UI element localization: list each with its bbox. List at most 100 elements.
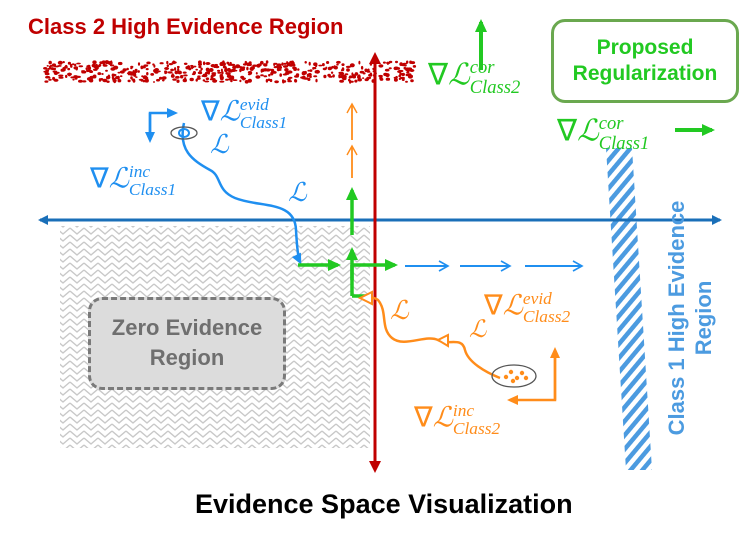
class2-region-speck bbox=[315, 69, 320, 74]
class2-region-speck bbox=[55, 71, 60, 74]
orange-open-head-1 bbox=[357, 290, 373, 306]
class2-region-speck bbox=[332, 74, 335, 78]
class2-region-speck bbox=[349, 63, 355, 68]
class2-region-speck bbox=[170, 68, 175, 72]
zero-evidence-line-1: Zero Evidence bbox=[111, 315, 263, 340]
class2-region-speck bbox=[357, 74, 361, 78]
class2-region-title: Class 2 High Evidence Region bbox=[28, 14, 344, 39]
class2-region-speck bbox=[265, 60, 269, 64]
class2-region-speck bbox=[166, 64, 169, 68]
class2-region-speck bbox=[191, 73, 196, 76]
zero-evidence-box: Zero Evidence Region bbox=[88, 297, 286, 390]
class2-region-speck bbox=[193, 65, 197, 68]
class2-region-speck bbox=[405, 73, 410, 77]
class2-region-speck bbox=[210, 63, 216, 68]
class2-region-speck bbox=[230, 79, 233, 83]
class2-region-speck bbox=[195, 68, 198, 71]
class2-region-speck bbox=[279, 73, 283, 77]
class2-region-speck bbox=[156, 78, 160, 82]
class2-region-speck bbox=[240, 67, 245, 71]
class2-region-speck bbox=[67, 67, 71, 71]
class2-region-speck bbox=[184, 77, 187, 80]
class1-sample-ellipse bbox=[170, 126, 198, 140]
class2-region-speck bbox=[162, 76, 167, 80]
class2-region-speck bbox=[300, 76, 305, 79]
class2-region-speck bbox=[168, 63, 173, 66]
class2-region-speck bbox=[267, 78, 271, 82]
class2-region-speck bbox=[368, 73, 373, 77]
class2-region-speck bbox=[220, 76, 224, 80]
class2-region-speck bbox=[330, 71, 334, 74]
class2-region-speck bbox=[197, 71, 201, 74]
class2-region-speck bbox=[288, 70, 293, 74]
class2-region-speck bbox=[221, 71, 224, 75]
class2-region-speck bbox=[174, 67, 177, 71]
proposed-line-1: Proposed bbox=[596, 36, 694, 59]
class2-region-speck bbox=[213, 79, 218, 82]
class2-region-speck bbox=[137, 62, 141, 66]
class2-region-speck bbox=[180, 74, 184, 79]
zero-evidence-line-2: Region bbox=[149, 345, 225, 370]
class2-region-speck bbox=[167, 71, 173, 74]
class2-region-speck bbox=[205, 71, 209, 75]
class2-region-speck bbox=[209, 68, 214, 72]
class2-region-speck bbox=[313, 62, 318, 66]
class2-region-speck bbox=[146, 72, 149, 76]
class2-region-speck bbox=[153, 81, 155, 83]
class2-region-speck bbox=[229, 61, 232, 65]
class2-region-speck bbox=[81, 71, 87, 74]
class2-region-speck bbox=[164, 70, 167, 75]
class2-region-speck bbox=[153, 64, 156, 68]
class2-region-speck bbox=[112, 73, 116, 77]
class2-region-speck bbox=[78, 79, 83, 83]
class2-region-speck bbox=[315, 78, 318, 83]
class2-region-speck bbox=[86, 69, 90, 73]
class2-region-speck bbox=[341, 63, 345, 66]
class2-region-speck bbox=[162, 79, 165, 82]
class2-region-speck bbox=[183, 74, 188, 77]
class2-region-speck bbox=[301, 71, 307, 75]
class2-region-speck bbox=[219, 62, 224, 66]
class2-region-speck bbox=[273, 63, 276, 66]
class2-region-speck bbox=[117, 79, 122, 83]
class2-region-speck bbox=[348, 76, 351, 79]
class2-region-speck bbox=[260, 68, 263, 73]
class2-region-speck bbox=[209, 78, 214, 81]
class2-region-speck bbox=[176, 65, 180, 69]
class2-region-speck bbox=[102, 64, 108, 67]
class2-region-speck bbox=[98, 79, 102, 82]
class2-region-speck bbox=[45, 72, 50, 76]
class2-region-speck bbox=[287, 80, 293, 83]
class2-region-speck bbox=[282, 80, 285, 84]
class2-region-speck bbox=[246, 66, 249, 71]
proposed-regularization-box: Proposed Regularization bbox=[551, 19, 739, 103]
class2-region-speck bbox=[405, 80, 408, 83]
class2-region-speck bbox=[48, 78, 52, 81]
class2-region-speck bbox=[272, 71, 277, 74]
class2-region-speck bbox=[393, 67, 397, 70]
class2-region-speck bbox=[174, 70, 179, 75]
class2-region-speck bbox=[119, 70, 125, 74]
class2-region-speck bbox=[358, 60, 361, 65]
class2-region-speck bbox=[74, 63, 77, 67]
class2-region-speck bbox=[386, 61, 391, 65]
class2-region-speck bbox=[407, 67, 413, 70]
class2-region-speck bbox=[150, 73, 155, 76]
class2-region-speck bbox=[58, 76, 64, 79]
class2-region-speck bbox=[182, 78, 187, 83]
class2-region-speck bbox=[378, 74, 383, 78]
class2-region-speck bbox=[89, 70, 94, 73]
class2-region-speck bbox=[235, 64, 241, 68]
class2-region-speck bbox=[232, 79, 238, 81]
class2-region-speck bbox=[86, 65, 89, 68]
class2-region-speck bbox=[200, 67, 203, 71]
class2-region-speck bbox=[204, 80, 210, 83]
class2-region-speck bbox=[282, 73, 288, 76]
class2-region-speck bbox=[175, 75, 180, 79]
class2-region-speck bbox=[339, 79, 344, 83]
class2-region-speck bbox=[177, 70, 182, 75]
class2-region-speck bbox=[217, 71, 222, 74]
class2-region-speck bbox=[260, 74, 264, 77]
loss-label-class2-a: ℒ bbox=[390, 296, 409, 325]
